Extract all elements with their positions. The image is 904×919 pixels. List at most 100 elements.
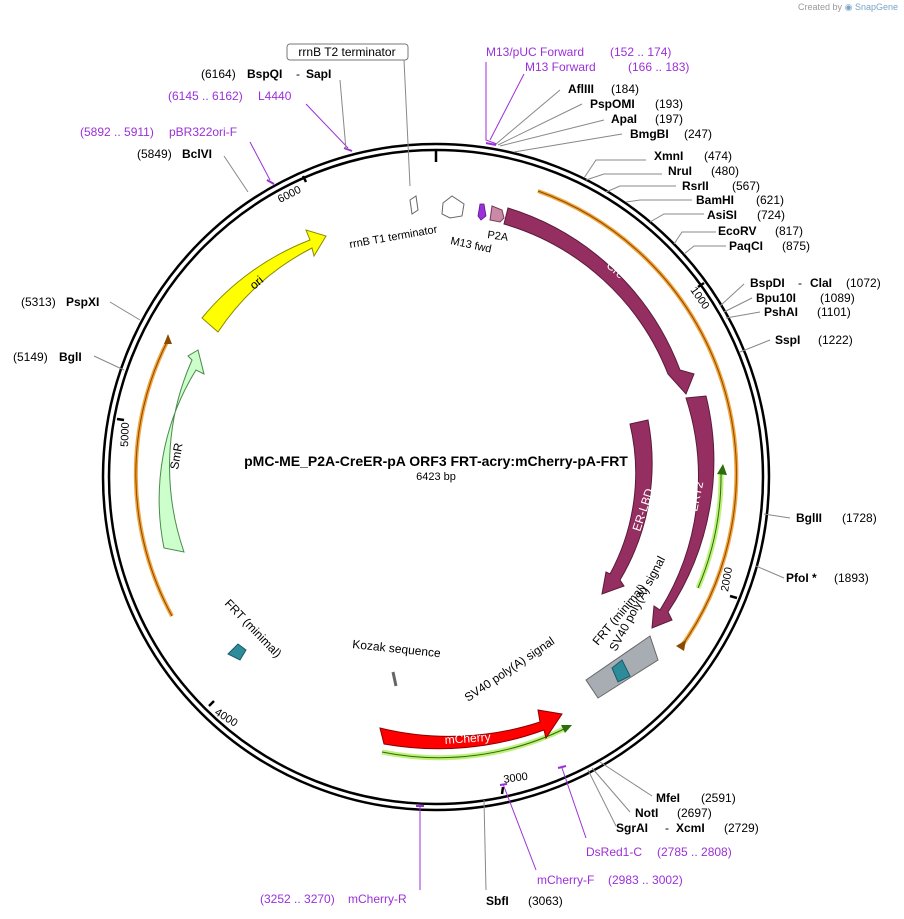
leader-pfoi <box>755 565 785 579</box>
site-aflIII-pos: (184) <box>611 82 639 96</box>
orf-smr-arc-core <box>135 339 173 617</box>
site-bclvi: BclVI <box>182 147 212 161</box>
rrnb-t1-label: rrnB T1 terminator <box>348 224 438 251</box>
primer-l4440-leader <box>305 103 349 149</box>
orf-ert2-arrowhead <box>717 464 727 475</box>
site-asisi-pos: (724) <box>757 208 785 222</box>
tick-4000 <box>208 700 215 707</box>
site-sspi: SspI <box>775 333 800 347</box>
site-ecorv-pos: (817) <box>775 224 803 238</box>
tick-6000 <box>301 175 308 183</box>
site-paqci: PaqCI <box>729 239 763 253</box>
site-asisi: AsiSI <box>707 208 737 222</box>
mcherry-feature-arrow <box>379 709 563 750</box>
primer-mcherry-f-range: (2983 .. 3002) <box>608 873 683 887</box>
site-sspi-pos: (1222) <box>818 333 853 347</box>
leader-sbfi <box>483 799 487 891</box>
site-pfoi: PfoI * <box>786 571 817 585</box>
primer-pbr322ori-f: pBR322ori-F <box>169 125 237 139</box>
site-apai-pos: (197) <box>655 112 683 126</box>
rrnb-t1-terminator-shape <box>441 195 465 219</box>
site-sbfi: SbfI <box>486 894 509 908</box>
site-ecorv: EcoRV <box>718 224 756 238</box>
primer-m13-forward-leader <box>489 73 525 141</box>
site-noti: NotI <box>635 806 658 820</box>
leader-bclvi <box>223 155 249 193</box>
site-noti-pos: (2697) <box>677 806 712 820</box>
primer-l4440: L4440 <box>258 89 292 103</box>
primer-dsred1-c-leader <box>561 767 587 839</box>
leader-rsrii <box>605 185 676 193</box>
site-sapi: SapI <box>306 67 331 81</box>
leader-bgli <box>93 355 125 371</box>
site-bglii: BglII <box>796 511 822 525</box>
primer-mark-mcherry-f <box>499 783 508 786</box>
tick-label-6000: 6000 <box>276 184 303 206</box>
site-sgrai-dash: - <box>665 821 669 835</box>
site-nrui-pos: (480) <box>711 164 739 178</box>
orf-cre-arrowhead <box>676 640 686 651</box>
ert2-label: ERT2 <box>686 480 706 513</box>
site-bspqi: BspQI <box>247 67 282 81</box>
smr-feature-arrow <box>158 349 205 553</box>
site-xmni-pos: (474) <box>704 149 732 163</box>
site-sgrai-pos: (2729) <box>724 821 759 835</box>
site-bmgbi: BmgBI <box>630 127 669 141</box>
leader-aflIII <box>495 89 561 145</box>
site-pshai: PshAI <box>764 305 798 319</box>
site-bpu10i-pos: (1089) <box>820 291 855 305</box>
primer-mcherry-r-range: (3252 .. 3270) <box>260 892 335 906</box>
site-sgrai: SgrAI <box>616 821 648 835</box>
site-paqci-pos: (875) <box>782 239 810 253</box>
site-xmni: XmnI <box>654 149 683 163</box>
tick-label-1000: 1000 <box>688 285 712 312</box>
p2a-feature <box>489 205 505 223</box>
site-pfoi-pos: (1893) <box>834 571 869 585</box>
kozak-label: Kozak sequence <box>352 637 442 660</box>
site-aflIII: AflIII <box>568 82 594 96</box>
rrnb-t2-terminator-shape <box>409 195 419 215</box>
snapgene-credit: Created by ◉ SnapGene <box>798 2 898 13</box>
p2a-label: P2A <box>487 229 510 244</box>
leader-xmni <box>583 159 646 179</box>
mcherry-label: mCherry <box>444 730 491 747</box>
primer-l4440-range: (6145 .. 6162) <box>168 89 243 103</box>
site-bspdi-dash: - <box>798 276 802 290</box>
snapgene-logo-icon: ◉ <box>844 2 853 12</box>
tick-1000 <box>697 281 705 289</box>
leader-sspi <box>739 339 771 353</box>
smr-label: SmR <box>167 442 185 471</box>
leader-sgrai <box>587 769 617 827</box>
site-bspqi-pos: (6164) <box>201 67 236 81</box>
primer-m13-puc-leader <box>485 62 498 145</box>
site-mfei: MfeI <box>656 791 680 805</box>
primer-m13-puc-forward-range: (152 .. 174) <box>610 45 671 59</box>
primer-pbr322ori-f-range: (5892 .. 5911) <box>80 125 154 139</box>
frt-minimal-shape-right <box>611 659 631 683</box>
leader-noti <box>591 767 631 813</box>
plasmid-title: pMC-ME_P2A-CreER-pA ORF3 FRT-acry:mCherr… <box>244 453 628 469</box>
site-pspomi: PspOMI <box>590 97 635 111</box>
leader-bamhi <box>625 199 692 203</box>
leader-pshai <box>725 311 761 319</box>
primer-mcherry-f: mCherry-F <box>537 873 594 887</box>
sv40-polya-label-a: SV40 poly(A) signal <box>462 634 557 705</box>
site-bamhi-pos: (621) <box>756 193 784 207</box>
leader-bmgbi <box>513 133 623 153</box>
site-bglii-pos: (1728) <box>842 511 877 525</box>
site-bgli-pos: (5149) <box>13 350 48 364</box>
backbone-outer-circle <box>101 142 771 812</box>
primer-mark-l4440 <box>343 147 353 152</box>
leader-bpu10i <box>723 297 753 313</box>
site-xcmi: XcmI <box>676 821 705 835</box>
leader-bspdi <box>719 283 745 307</box>
credit-brand: SnapGene <box>854 2 898 12</box>
site-sbfi-pos: (3063) <box>528 894 563 908</box>
tick-2000 <box>729 594 738 600</box>
orf-smr-arrowhead <box>164 334 172 344</box>
primer-pbr322ori-leader <box>249 141 271 181</box>
orf-mcherry-arrowhead <box>561 725 572 733</box>
site-pspxi-pos: (5313) <box>21 295 56 309</box>
leader-nrui <box>585 173 662 181</box>
cre-feature-arrow <box>503 207 695 395</box>
